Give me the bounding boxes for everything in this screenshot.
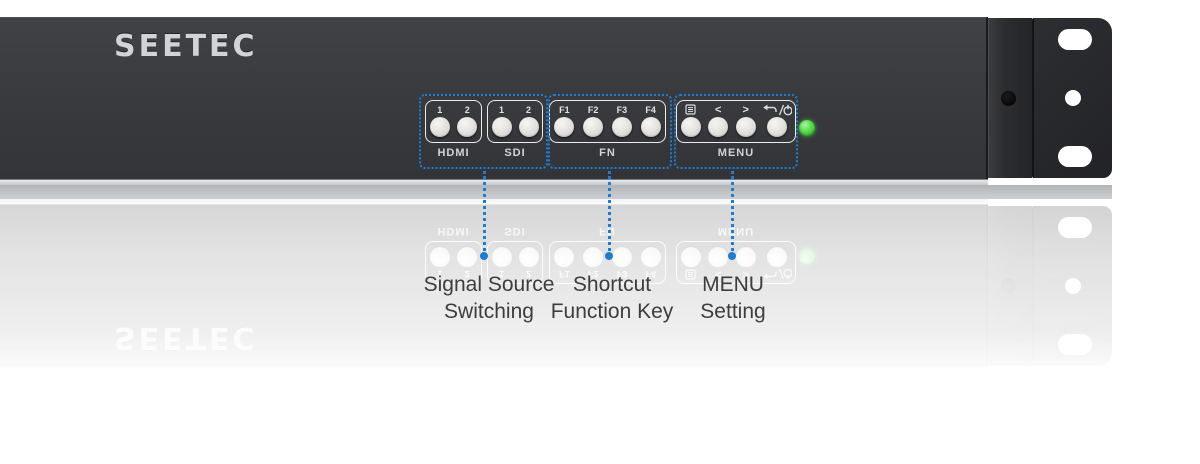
fn-f3-label: F3	[616, 105, 628, 115]
menu-right: >	[734, 104, 758, 137]
callout-menu-line2: Setting	[700, 300, 766, 323]
callout-signal-source: Signal Source Switching	[369, 271, 609, 325]
callout-signal-source-line1: Signal Source	[423, 273, 555, 296]
sdi-2: 2	[517, 104, 541, 137]
sdi-group: 1 2 SDI	[487, 100, 543, 159]
fn-f3: F3	[610, 104, 634, 137]
fn-f2: F2	[581, 104, 605, 137]
fn-f1: F1	[552, 104, 576, 137]
hdmi-2: 2	[455, 104, 479, 137]
fn-f1-button[interactable]	[554, 117, 575, 137]
sdi-caption: SDI	[504, 147, 526, 159]
menu-left-button[interactable]	[708, 117, 729, 137]
hdmi-2-label: 2	[464, 105, 470, 115]
menu-caption: MENU	[717, 147, 755, 159]
menu-group: < > MENU	[676, 100, 796, 159]
sdi-button-box: 1 2	[487, 100, 543, 143]
menu-left: <	[706, 104, 730, 137]
reflection-band	[0, 185, 1112, 199]
annotation-line-shortcut	[608, 171, 611, 251]
front-panel-face	[0, 17, 988, 179]
rack-slot-top	[1058, 29, 1092, 50]
menu-open-button[interactable]	[680, 117, 701, 137]
sdi-1-button[interactable]	[491, 117, 512, 137]
callout-shortcut-line2: Function Key	[550, 300, 674, 323]
right-arrow-icon: >	[742, 104, 749, 116]
fn-f2-label: F2	[587, 105, 599, 115]
hdmi-1-button[interactable]	[429, 117, 450, 137]
rack-monitor-front-panel: SEETEC 1 2 HDMI 1	[0, 17, 1112, 185]
hdmi-group: 1 2 HDMI	[425, 100, 482, 159]
annotation-line-signal-source	[483, 171, 486, 251]
annotation-dot-signal-source	[480, 252, 488, 260]
sdi-2-label: 2	[525, 105, 531, 115]
annotation-box-menu	[674, 94, 798, 169]
hdmi-1-label: 1	[437, 105, 443, 115]
hdmi-2-button[interactable]	[457, 117, 478, 137]
fn-caption: FN	[599, 147, 616, 159]
fn-f1-label: F1	[559, 105, 570, 115]
left-arrow-icon: <	[715, 104, 722, 116]
fn-f4-button[interactable]	[640, 117, 661, 137]
menu-back-power-button[interactable]	[767, 117, 788, 137]
fn-group: F1 F2 F3 F4 FN	[549, 100, 666, 159]
fn-f3-button[interactable]	[611, 117, 632, 137]
menu-button-box: < >	[676, 100, 796, 143]
fn-f4: F4	[639, 104, 663, 137]
hdmi-button-box: 1 2	[425, 100, 482, 143]
rack-hole-middle	[1065, 90, 1081, 106]
callout-signal-source-line2: Switching	[444, 300, 534, 323]
menu-list-icon	[685, 104, 696, 116]
hdmi-1: 1	[428, 104, 452, 137]
sdi-2-button[interactable]	[518, 117, 539, 137]
fn-f2-button[interactable]	[583, 117, 604, 137]
annotation-box-shortcut	[548, 94, 672, 169]
brand-logo: SEETEC	[114, 29, 258, 64]
annotation-box-signal-source	[419, 94, 548, 169]
annotation-dot-shortcut	[605, 252, 613, 260]
hdmi-caption: HDMI	[437, 147, 470, 159]
fn-button-box: F1 F2 F3 F4	[549, 100, 666, 143]
power-led	[799, 120, 815, 136]
annotation-line-menu	[731, 171, 734, 251]
callout-menu: MENU Setting	[613, 271, 853, 325]
annotation-dot-menu	[728, 252, 736, 260]
screw-hole	[1001, 91, 1016, 106]
menu-back-power	[761, 104, 793, 137]
callout-shortcut-line1: Shortcut	[572, 273, 652, 296]
chassis-side	[988, 18, 1032, 178]
sdi-1-label: 1	[498, 105, 504, 115]
menu-right-button[interactable]	[735, 117, 756, 137]
sdi-1: 1	[490, 104, 514, 137]
callout-shortcut: Shortcut Function Key	[492, 271, 732, 325]
menu-open	[679, 104, 703, 137]
callout-menu-line1: MENU	[702, 273, 764, 296]
return-power-icon	[762, 104, 793, 116]
rack-slot-bottom	[1058, 146, 1092, 167]
fn-f4-label: F4	[645, 105, 656, 115]
rack-ear-bracket	[1032, 18, 1112, 178]
bottom-edge	[0, 179, 988, 185]
